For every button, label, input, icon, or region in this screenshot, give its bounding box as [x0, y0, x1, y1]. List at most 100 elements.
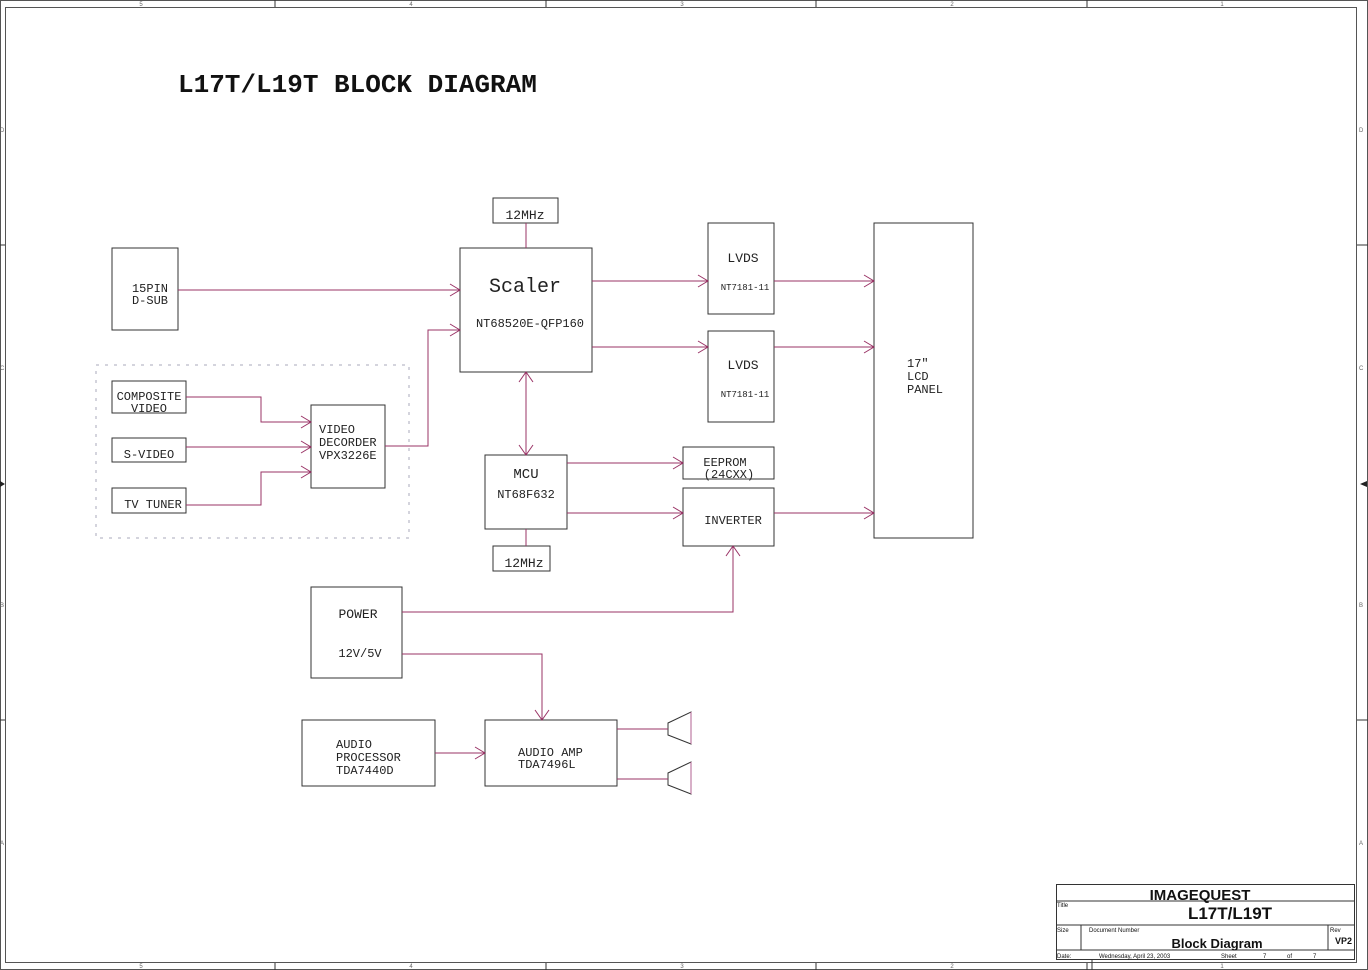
lvds-1-block[interactable]: LVDS NT7181-11 — [707, 222, 775, 315]
zone-col-label: 3 — [680, 964, 684, 970]
tv-tuner-label: TV TUNER — [124, 498, 182, 512]
audio-amp-label: TDA7496L — [518, 758, 576, 772]
arrow-head — [534, 709, 550, 721]
lvds-1-name: LVDS — [727, 251, 758, 266]
zone-row-label: A — [1359, 841, 1363, 847]
tv-tuner-block[interactable]: TV TUNER — [111, 487, 187, 514]
arrow-head — [697, 340, 709, 354]
scaler-block[interactable]: Scaler NT68520E-QFP160 — [459, 247, 593, 373]
zone-col-label: 3 — [680, 2, 684, 8]
title-block: IMAGEQUEST Title L17T/L19T Size Document… — [1056, 884, 1355, 970]
decoder-label: VIDEO — [319, 423, 355, 437]
scaler-part: NT68520E-QFP160 — [476, 317, 584, 331]
zone-row-label: D — [0, 128, 5, 134]
sheet-label: Sheet — [1221, 954, 1237, 960]
dsub-block[interactable]: 15PIN D-SUB — [111, 247, 179, 331]
eeprom-label: (24CXX) — [704, 468, 754, 482]
arrow-head — [697, 274, 709, 288]
zone-row-label: C — [0, 366, 5, 372]
title-label: Title — [1057, 903, 1069, 909]
zone-col-label: 4 — [409, 964, 413, 970]
zone-row-label: C — [1359, 366, 1364, 372]
mcu-part: NT68F632 — [497, 488, 555, 502]
date-label: Date: — [1057, 954, 1072, 960]
s-video-block[interactable]: S-VIDEO — [111, 437, 187, 463]
clock-bottom-block[interactable]: 12MHz — [492, 545, 551, 572]
dsub-label: D-SUB — [132, 294, 168, 308]
lvds-1-part: NT7181-11 — [721, 283, 770, 293]
size-label: Size — [1057, 928, 1069, 934]
decoder-label: DECORDER — [319, 436, 377, 450]
arrow-head — [300, 415, 312, 429]
scaler-name: Scaler — [489, 276, 561, 299]
arrow-head — [672, 506, 684, 520]
zone-col-label: 1 — [1220, 2, 1224, 8]
wire-decoder-scaler — [385, 329, 460, 447]
clock-top-block[interactable]: 12MHz — [492, 197, 559, 224]
audio-amp-label: AUDIO AMP — [518, 746, 583, 760]
dsub-label: 15PIN — [132, 282, 168, 296]
zone-col-label: 4 — [409, 2, 413, 8]
mcu-block[interactable]: MCU NT68F632 — [484, 454, 568, 530]
audio-processor-block[interactable]: AUDIO PROCESSOR TDA7440D — [301, 719, 436, 787]
panel-label: 17" — [907, 357, 929, 371]
audio-amp-block[interactable]: AUDIO AMP TDA7496L — [484, 719, 618, 787]
power-block[interactable]: POWER 12V/5V — [310, 586, 403, 679]
speaker-icon — [667, 761, 692, 795]
composite-label: VIDEO — [131, 402, 167, 416]
revision: VP2 — [1335, 936, 1352, 946]
arrow-head — [863, 506, 875, 520]
arrow-head — [474, 746, 486, 760]
mcu-name: MCU — [513, 467, 538, 483]
wire-power-audioamp — [402, 653, 543, 720]
audio-processor-label: AUDIO — [336, 738, 372, 752]
arrow-head — [300, 440, 312, 454]
lcd-panel-block[interactable]: 17" LCD PANEL — [873, 222, 974, 539]
power-voltage: 12V/5V — [338, 647, 382, 661]
of-label: of — [1287, 954, 1292, 960]
document-title: L17T/L19T — [1188, 904, 1273, 923]
eeprom-label: EEPROM — [703, 456, 746, 470]
date-value: Wednesday, April 23, 2003 — [1099, 954, 1171, 960]
wire-tuner-decoder — [186, 471, 311, 506]
clock-top-label: 12MHz — [505, 208, 544, 223]
zone-row-label: B — [1359, 603, 1363, 609]
wire-power-inverter — [402, 546, 734, 613]
arrow-head — [449, 323, 461, 337]
arrow-head — [863, 340, 875, 354]
inverter-block[interactable]: INVERTER — [682, 487, 775, 547]
arrow-head — [449, 283, 461, 297]
rev-label: Rev — [1330, 928, 1341, 934]
eeprom-block[interactable]: EEPROM (24CXX) — [682, 446, 775, 482]
lvds-2-part: NT7181-11 — [721, 390, 770, 400]
arrow-head — [300, 465, 312, 479]
s-video-label: S-VIDEO — [124, 448, 174, 462]
video-decoder-block[interactable]: VIDEO DECORDER VPX3226E — [310, 404, 386, 489]
audio-processor-label: PROCESSOR — [336, 751, 401, 765]
power-name: POWER — [338, 607, 377, 622]
zone-row-label: B — [0, 603, 4, 609]
clock-bottom-label: 12MHz — [504, 556, 543, 571]
arrow-head — [672, 456, 684, 470]
zone-col-label: 2 — [950, 2, 954, 8]
zone-col-label: 2 — [950, 964, 954, 970]
speaker-icon — [667, 711, 692, 745]
lvds-2-block[interactable]: LVDS NT7181-11 — [707, 330, 775, 423]
arrow-head — [518, 444, 534, 456]
zone-row-label: A — [0, 841, 4, 847]
diagram-title: L17T/L19T BLOCK DIAGRAM — [178, 70, 537, 100]
document-number-label: Document Number — [1089, 928, 1139, 934]
company-name: IMAGEQUEST — [1150, 887, 1251, 904]
composite-video-block[interactable]: COMPOSITE VIDEO — [111, 380, 187, 416]
arrow-head — [725, 545, 741, 557]
connection-wires — [178, 223, 875, 780]
sheet-number: 7 — [1263, 954, 1267, 960]
panel-label: PANEL — [907, 383, 943, 397]
decoder-label: VPX3226E — [319, 449, 377, 463]
zone-col-label: 5 — [139, 2, 143, 8]
document-number: Block Diagram — [1171, 936, 1262, 951]
inverter-label: INVERTER — [704, 514, 762, 528]
